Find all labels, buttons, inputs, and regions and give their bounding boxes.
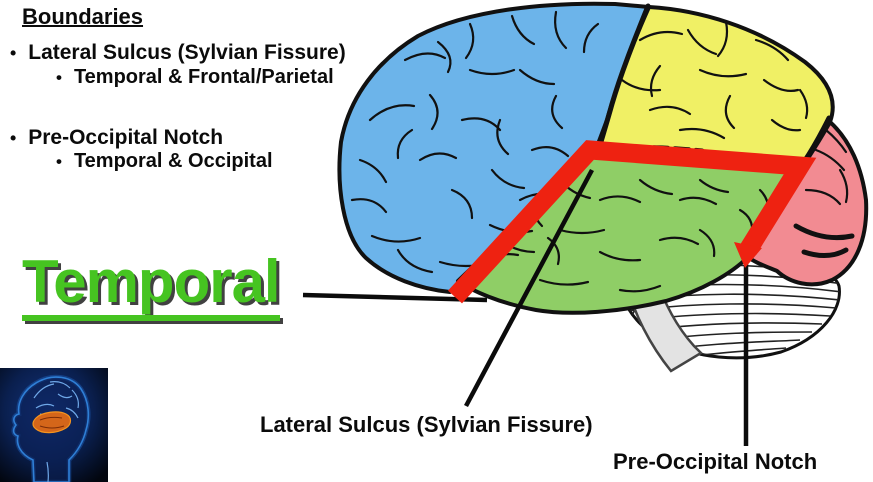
boundary-red-overlay	[448, 140, 817, 304]
bullet-icon: •	[56, 68, 62, 87]
temporal-pointer-line	[302, 292, 488, 303]
temporal-lobe-shape	[456, 150, 800, 315]
occipital-gyri-lines	[793, 128, 855, 258]
bullet-lateral-sulcus-label: Lateral Sulcus (Sylvian Fissure)	[28, 41, 346, 64]
boundary-red-line	[448, 140, 817, 304]
subbullet-temporal-frontal-parietal-label: Temporal & Frontal/Parietal	[73, 66, 334, 88]
subbullet-temporal-frontal-parietal: • Temporal & Frontal/Parietal	[56, 66, 334, 90]
temporal-lobe-head-thumbnail	[0, 368, 108, 482]
boundaries-heading: Boundaries	[22, 4, 144, 29]
lateral-sulcus-callout-label: Lateral Sulcus (Sylvian Fissure)	[260, 412, 593, 437]
temporal-lobe-title: Temporal	[22, 250, 281, 321]
parietal-gyri-lines	[620, 20, 809, 140]
frontal-gyri-lines	[350, 10, 600, 274]
subbullet-temporal-occipital: • Temporal & Occipital	[56, 150, 273, 174]
bullet-icon: •	[10, 43, 17, 63]
thumbnail-temporal-detail-lines	[39, 416, 65, 429]
bullet-pre-occipital-notch: • Pre-Occipital Notch	[10, 126, 223, 151]
bullet-icon: •	[56, 152, 62, 171]
thumbnail-temporal-highlight	[32, 411, 72, 434]
pointer-lines	[302, 168, 749, 446]
bullet-lateral-sulcus: • Lateral Sulcus (Sylvian Fissure)	[10, 41, 346, 66]
bullet-pre-occipital-notch-label: Pre-Occipital Notch	[28, 126, 224, 149]
pre-occipital-callout-label: Pre-Occipital Notch	[613, 449, 818, 474]
temporal-lobe-title-text: Temporal	[22, 250, 281, 321]
bullet-icon: •	[10, 128, 17, 148]
central-sulcus-line	[595, 3, 651, 155]
lateral-sulcus-pointer-line	[464, 168, 594, 408]
boundary-red-arrow-tip	[734, 242, 762, 268]
subbullet-temporal-occipital-label: Temporal & Occipital	[73, 150, 273, 172]
